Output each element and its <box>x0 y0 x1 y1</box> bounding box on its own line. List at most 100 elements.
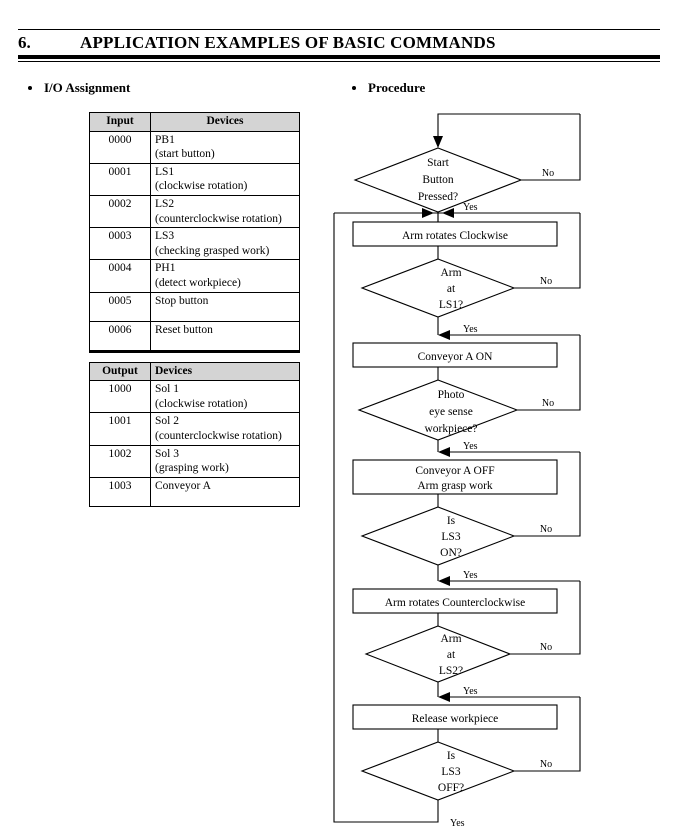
decision-is-ls3-off-line2: LS3 <box>441 766 460 778</box>
table-row: 0002 LS2 (counterclockwise rotation) <box>89 194 300 229</box>
arrowhead-merge-2 <box>438 330 450 340</box>
process-arm-rotates-clockwise <box>352 221 558 247</box>
table-row: 0006 Reset button <box>89 320 300 352</box>
input-device: Stop button <box>150 291 300 322</box>
device-detail: (counterclockwise rotation) <box>155 212 282 225</box>
decision-arm-at-ls2-line2: at <box>447 649 456 661</box>
device-detail: (start button) <box>155 148 215 161</box>
no-label-3: No <box>542 398 554 409</box>
output-code: 1000 <box>89 380 151 414</box>
device-detail: (clockwise rotation) <box>155 397 248 410</box>
output-code: 1003 <box>89 476 151 507</box>
output-device: Sol 3 (grasping work) <box>150 444 300 478</box>
input-code: 0001 <box>89 162 151 196</box>
device-detail: (grasping work) <box>155 462 229 475</box>
no-label-1: No <box>542 168 554 179</box>
process-conveyor-a-on-label: Conveyor A ON <box>418 351 493 363</box>
no-branch-1 <box>521 114 581 181</box>
output-device: Sol 2 (counterclockwise rotation) <box>150 412 300 446</box>
heading-rule-top <box>18 29 660 30</box>
heading-rule-thick <box>18 55 660 59</box>
output-code-header: Output <box>89 361 151 382</box>
yes-label-1: Yes <box>463 202 478 213</box>
decision-photo-eye-sense-line1: Photo <box>438 389 465 401</box>
bullet-icon <box>352 86 356 90</box>
device-name: Conveyor A <box>155 479 211 492</box>
input-code: 0000 <box>89 130 151 164</box>
input-code: 0006 <box>89 320 151 352</box>
input-device: PB1 (start button) <box>150 130 300 164</box>
input-device: PH1 (detect workpiece) <box>150 259 300 293</box>
input-device: LS1 (clockwise rotation) <box>150 162 300 196</box>
table-row: 1001 Sol 2 (counterclockwise rotation) <box>89 412 300 446</box>
device-name: PH1 <box>155 262 176 275</box>
table-row: 0005 Stop button <box>89 291 300 322</box>
main-loop-return <box>333 213 439 823</box>
procedure-heading: Procedure <box>352 80 425 96</box>
decision-is-ls3-on-line2: LS3 <box>441 531 460 543</box>
no-label-4: No <box>540 524 552 535</box>
table-row: 0001 LS1 (clockwise rotation) <box>89 162 300 196</box>
decision-photo-eye-sense-line3: workpiece? <box>425 423 478 435</box>
input-device: Reset button <box>150 320 300 352</box>
heading-row: 6. APPLICATION EXAMPLES OF BASIC COMMAND… <box>18 30 660 55</box>
heading-title: APPLICATION EXAMPLES OF BASIC COMMANDS <box>80 33 496 52</box>
no-branch-6 <box>514 697 581 772</box>
input-device: LS3 (checking grasped work) <box>150 227 300 261</box>
io-assignment-label: I/O Assignment <box>44 80 131 95</box>
device-name: LS2 <box>155 197 175 210</box>
process-arm-rotates-counterclockwise-label: Arm rotates Counterclockwise <box>385 597 526 609</box>
yes-label-4: Yes <box>463 570 478 581</box>
table-row: 1002 Sol 3 (grasping work) <box>89 444 300 478</box>
arrowhead-merge-right-1 <box>442 208 454 218</box>
table-header-row: Output Devices <box>89 361 300 382</box>
yes-label-3: Yes <box>463 441 478 452</box>
process-arm-rotates-clockwise-label: Arm rotates Clockwise <box>402 230 508 242</box>
input-table: Input Devices 0000 PB1 (start button) 00… <box>89 112 300 353</box>
heading-rule-bottom <box>18 61 660 62</box>
no-branch-5 <box>510 581 581 655</box>
process-arm-rotates-counterclockwise <box>352 588 558 614</box>
decision-start-button-line3: Pressed? <box>418 191 458 203</box>
decision-start-button-line1: Start <box>427 157 450 169</box>
no-label-2: No <box>540 276 552 287</box>
decision-is-ls3-off-line1: Is <box>447 750 456 762</box>
decision-arm-at-ls2-line3: LS2? <box>439 665 463 677</box>
arrowhead-merge-left-1 <box>422 208 434 218</box>
no-label-5: No <box>540 642 552 653</box>
bullet-icon <box>28 86 32 90</box>
decision-photo-eye-sense-line2: eye sense <box>429 406 473 418</box>
table-header-row: Input Devices <box>89 112 300 132</box>
entry-line <box>437 113 580 138</box>
decision-is-ls3-on-line1: Is <box>447 515 456 527</box>
device-name: Sol 3 <box>155 447 179 460</box>
table-row: 0000 PB1 (start button) <box>89 130 300 164</box>
decision-start-button-line2: Button <box>422 174 454 186</box>
table-row: 0004 PH1 (detect workpiece) <box>89 259 300 293</box>
no-branch-2 <box>514 213 581 289</box>
process-conveyor-a-on <box>352 342 558 368</box>
decision-arm-at-ls1-line3: LS1? <box>439 299 463 311</box>
arrowhead-merge-5 <box>438 692 450 702</box>
device-detail: (checking grasped work) <box>155 244 270 257</box>
device-name: PB1 <box>155 133 175 146</box>
table-row: 1003 Conveyor A <box>89 476 300 507</box>
no-branch-3 <box>517 335 581 411</box>
input-devices-header: Devices <box>150 112 300 132</box>
input-code: 0003 <box>89 227 151 261</box>
decision-is-ls3-off-line3: OFF? <box>438 782 464 794</box>
device-detail: (clockwise rotation) <box>155 180 248 193</box>
yes-label-5: Yes <box>463 686 478 697</box>
output-code: 1001 <box>89 412 151 446</box>
procedure-label: Procedure <box>368 80 426 95</box>
device-name: LS3 <box>155 230 175 243</box>
process-conveyor-off-grasp-line2: Arm grasp work <box>417 480 493 492</box>
no-label-6: No <box>540 759 552 770</box>
section-heading: 6. APPLICATION EXAMPLES OF BASIC COMMAND… <box>18 29 660 62</box>
heading-number: 6. <box>18 33 31 52</box>
decision-is-ls3-on <box>360 506 516 566</box>
input-code: 0005 <box>89 291 151 322</box>
decision-arm-at-ls1-line2: at <box>447 283 456 295</box>
no-branch-4 <box>514 452 581 537</box>
process-release-workpiece <box>352 704 558 730</box>
